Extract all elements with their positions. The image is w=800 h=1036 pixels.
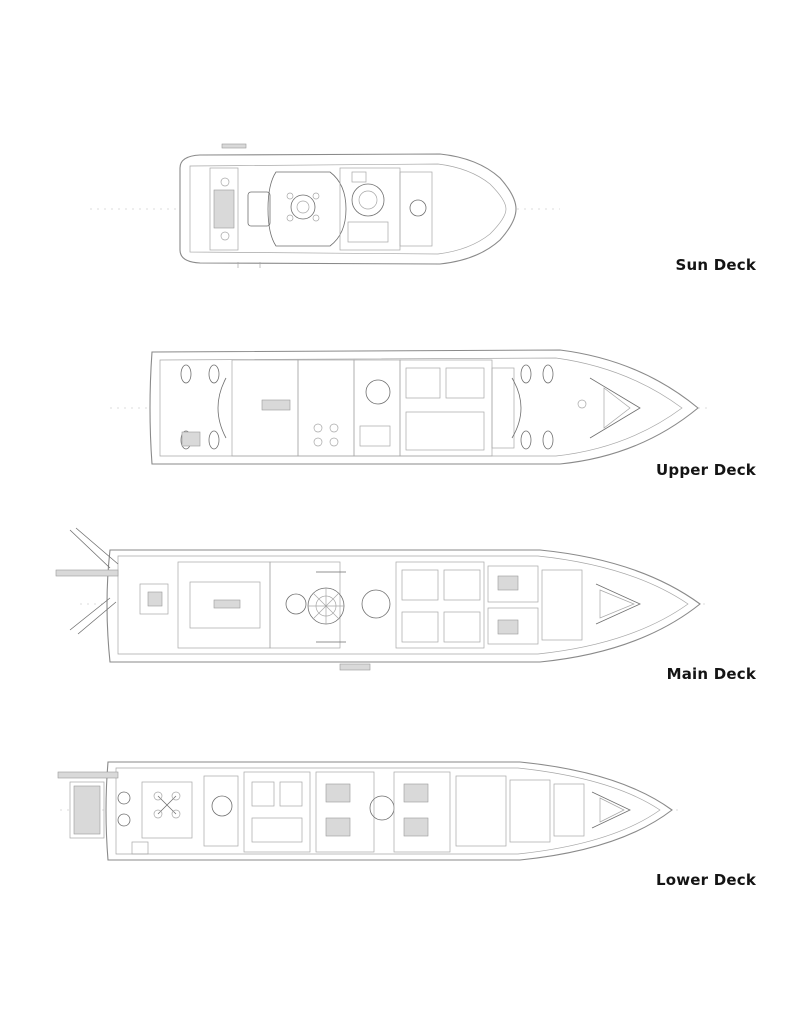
lower-deck-plan (57, 761, 680, 861)
deck-label-lower: Lower Deck (655, 871, 756, 889)
main-deck-plan (55, 527, 705, 671)
upper-deck-plan (110, 349, 710, 465)
deck-label-sun: Sun Deck (675, 256, 756, 274)
sun-deck-plan (90, 143, 560, 268)
deck-label-main: Main Deck (666, 665, 756, 683)
deck-label-upper: Upper Deck (656, 461, 756, 479)
